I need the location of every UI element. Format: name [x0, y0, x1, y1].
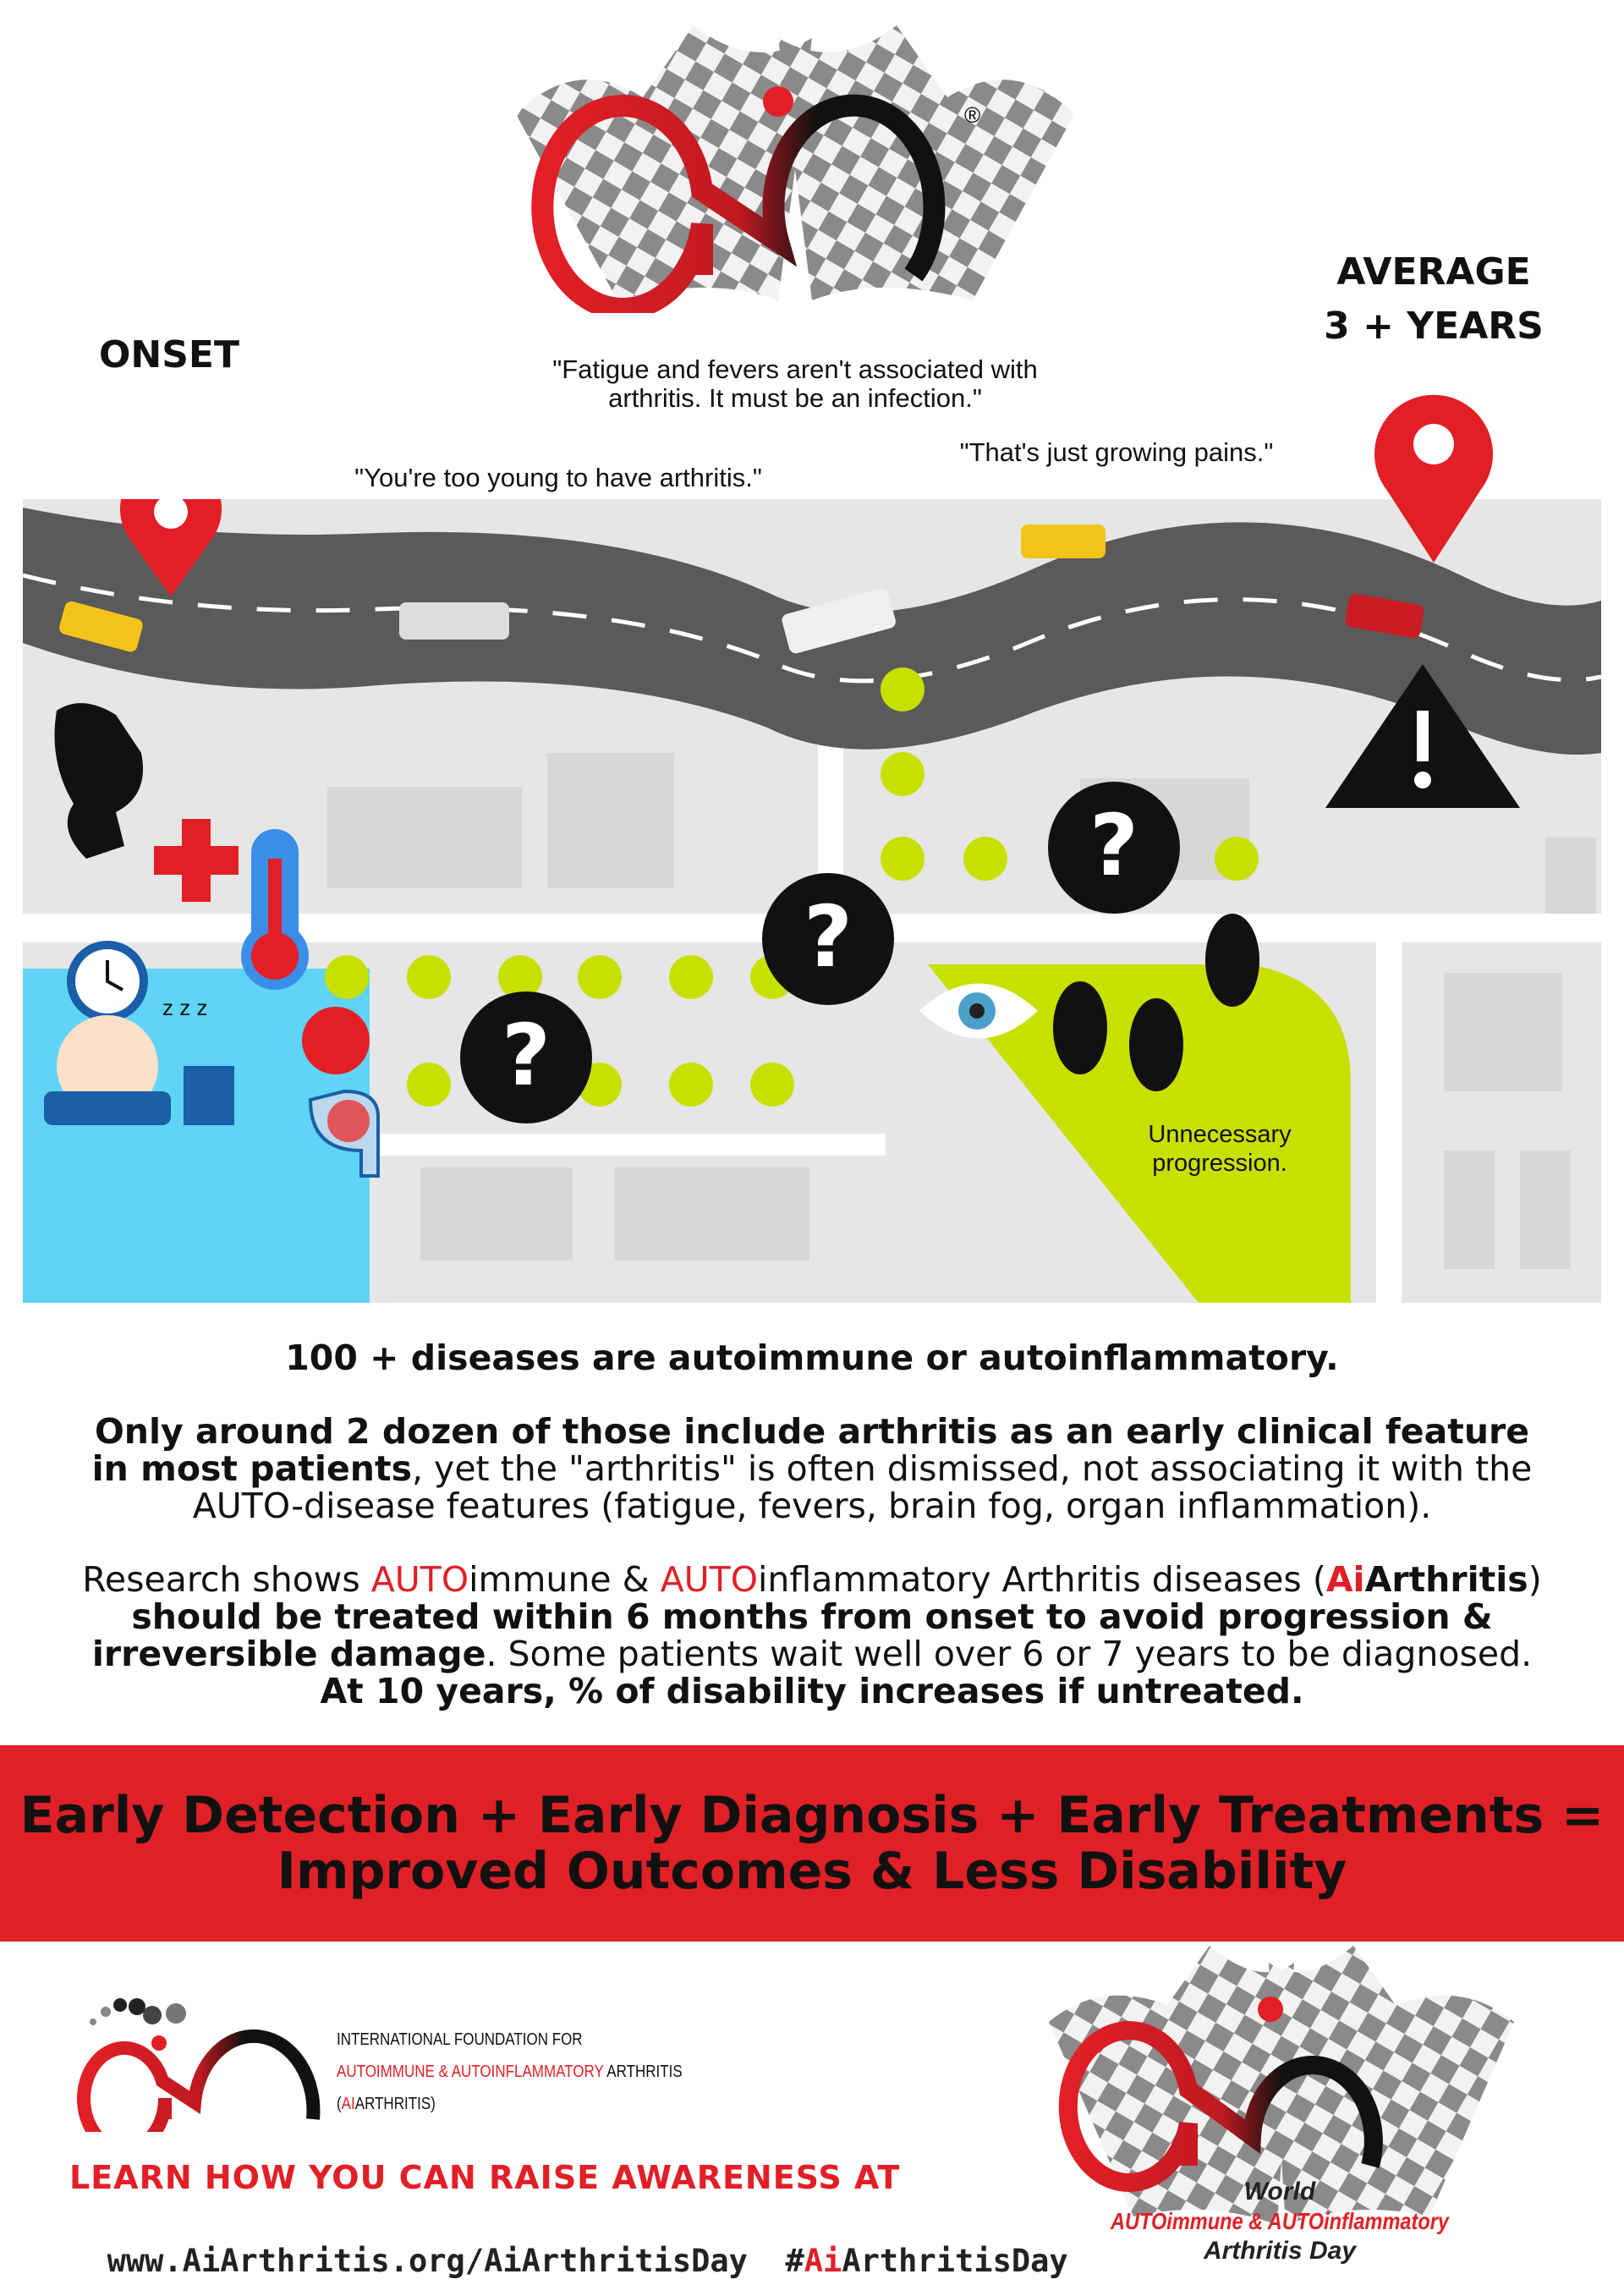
- average-line2: 3 + YEARS: [1324, 305, 1544, 348]
- svg-text:?: ?: [804, 887, 853, 986]
- org-line1: INTERNATIONAL FOUNDATION FOR: [337, 2030, 583, 2049]
- clinical-feature-paragraph: Only around 2 dozen of those include art…: [0, 1413, 1624, 1524]
- org-line3-red: AI: [341, 2095, 355, 2113]
- clock-icon: [67, 941, 148, 1022]
- foundation-name: INTERNATIONAL FOUNDATION FOR AUTOIMMUNE …: [337, 2024, 683, 2120]
- checkered-flag-left: [516, 25, 812, 300]
- research-paragraph: Research shows AUTOimmune & AUTOinflamma…: [0, 1561, 1624, 1710]
- clinical-feature-rest: , yet the "arthritis" is often dismissed…: [192, 1448, 1533, 1526]
- car-icon: [59, 601, 143, 652]
- clinical-feature-bold: Only around 2 dozen of those include art…: [91, 1411, 1530, 1489]
- org-line3: ARTHRITIS): [354, 2095, 436, 2113]
- auto-highlight: AUTO: [660, 1559, 758, 1600]
- research-text: ): [1528, 1559, 1542, 1600]
- truck-icon: [782, 588, 896, 654]
- research-text: Research shows: [82, 1559, 371, 1600]
- path-dots: [325, 667, 1259, 1107]
- medical-cross-icon: [154, 819, 239, 902]
- banner-line2: Improved Outcomes & Less Disability: [277, 1842, 1347, 1901]
- hashtag-rest: ArthritisDay: [842, 2243, 1068, 2279]
- question-mark-icon: ?: [460, 991, 592, 1123]
- world-arthritis-day-logo: World AUTOimmune & AUTOinflammatory Arth…: [1049, 1946, 1514, 2265]
- warning-icon: [1325, 664, 1520, 808]
- day-logo-mid: AUTOimmune & AUTOinflammatory: [1110, 2208, 1450, 2234]
- website-link[interactable]: www.AiArthritis.org/AiArthritisDay: [107, 2243, 748, 2279]
- research-text: inflammatory Arthritis diseases (: [758, 1559, 1326, 1600]
- average-line1: AVERAGE: [1336, 250, 1531, 294]
- map-blocks: [327, 753, 1596, 1269]
- average-label: AVERAGE 3 + YEARS: [1320, 245, 1548, 354]
- org-line3: (: [337, 2095, 342, 2113]
- top-logo: ®: [516, 25, 1074, 313]
- car-icon: [1345, 593, 1424, 639]
- logo-dot: [763, 86, 793, 117]
- quote-growing-pains: "That's just growing pains.": [959, 437, 1274, 467]
- eye-icon: [919, 983, 1038, 1039]
- org-line2-red: AUTOIMMUNE & AUTOINFLAMMATORY: [337, 2063, 604, 2081]
- question-mark-icon: ?: [762, 873, 894, 1005]
- disability-line: At 10 years, % of disability increases i…: [320, 1671, 1304, 1711]
- research-text: immune &: [469, 1559, 661, 1600]
- day-logo-bottom: Arthritis Day: [1203, 2237, 1357, 2265]
- ai-logo-mark: [531, 94, 946, 313]
- cta-text: LEARN HOW YOU CAN RAISE AWARENESS AT: [69, 2159, 901, 2196]
- onset-pin-icon: [120, 499, 222, 596]
- svg-text:z z z: z z z: [162, 995, 207, 1020]
- hashtag-ai: Ai: [804, 2243, 842, 2279]
- joint-icon: [1053, 981, 1107, 1074]
- question-mark-icon: ?: [1048, 782, 1180, 914]
- arthritis-bold: Arthritis: [1364, 1559, 1528, 1600]
- day-logo-world: World: [1244, 2178, 1316, 2205]
- joint-icon: [1205, 914, 1259, 1007]
- onset-label: ONSET: [99, 333, 239, 376]
- joint-icon: [54, 703, 143, 859]
- road-lane-markings: [23, 573, 1601, 684]
- thermometer-icon: [241, 829, 309, 990]
- ai-highlight: Ai: [1325, 1559, 1365, 1600]
- hashtag[interactable]: #AiArthritisDay: [786, 2243, 1068, 2279]
- car-icon: [1021, 525, 1106, 558]
- brain-icon: [302, 1007, 380, 1178]
- registered-mark: ®: [964, 102, 980, 128]
- joint-icons: [54, 703, 1259, 1091]
- auto-highlight: AUTO: [370, 1559, 469, 1600]
- sleeping-person-icon: z z z: [44, 995, 234, 1125]
- treatment-window-bold: should be treated within 6 months from o…: [91, 1596, 1493, 1674]
- truck-icon: [399, 602, 509, 640]
- quote-too-young: "You're too young to have arthritis.": [354, 463, 762, 492]
- quote-infection: "Fatigue and fevers aren't associated wi…: [552, 354, 1038, 413]
- foundation-logo: [77, 1998, 321, 2132]
- average-pin-icon: [1374, 394, 1493, 563]
- research-text: . Some patients wait well over 6 or 7 ye…: [486, 1634, 1533, 1674]
- svg-text:?: ?: [1089, 796, 1138, 895]
- svg-text:?: ?: [502, 1006, 551, 1105]
- cars: [59, 525, 1424, 654]
- early-detection-banner: Early Detection + Early Diagnosis + Earl…: [0, 1745, 1624, 1942]
- green-area: [928, 964, 1351, 1303]
- banner-line1: Early Detection + Early Diagnosis + Earl…: [19, 1786, 1605, 1845]
- joint-icon: [1129, 998, 1183, 1091]
- org-line2-black: ARTHRITIS: [603, 2063, 683, 2081]
- hashtag-hash: #: [785, 2243, 804, 2279]
- diseases-count-line: 100 + diseases are autoimmune or autoinf…: [285, 1338, 1339, 1378]
